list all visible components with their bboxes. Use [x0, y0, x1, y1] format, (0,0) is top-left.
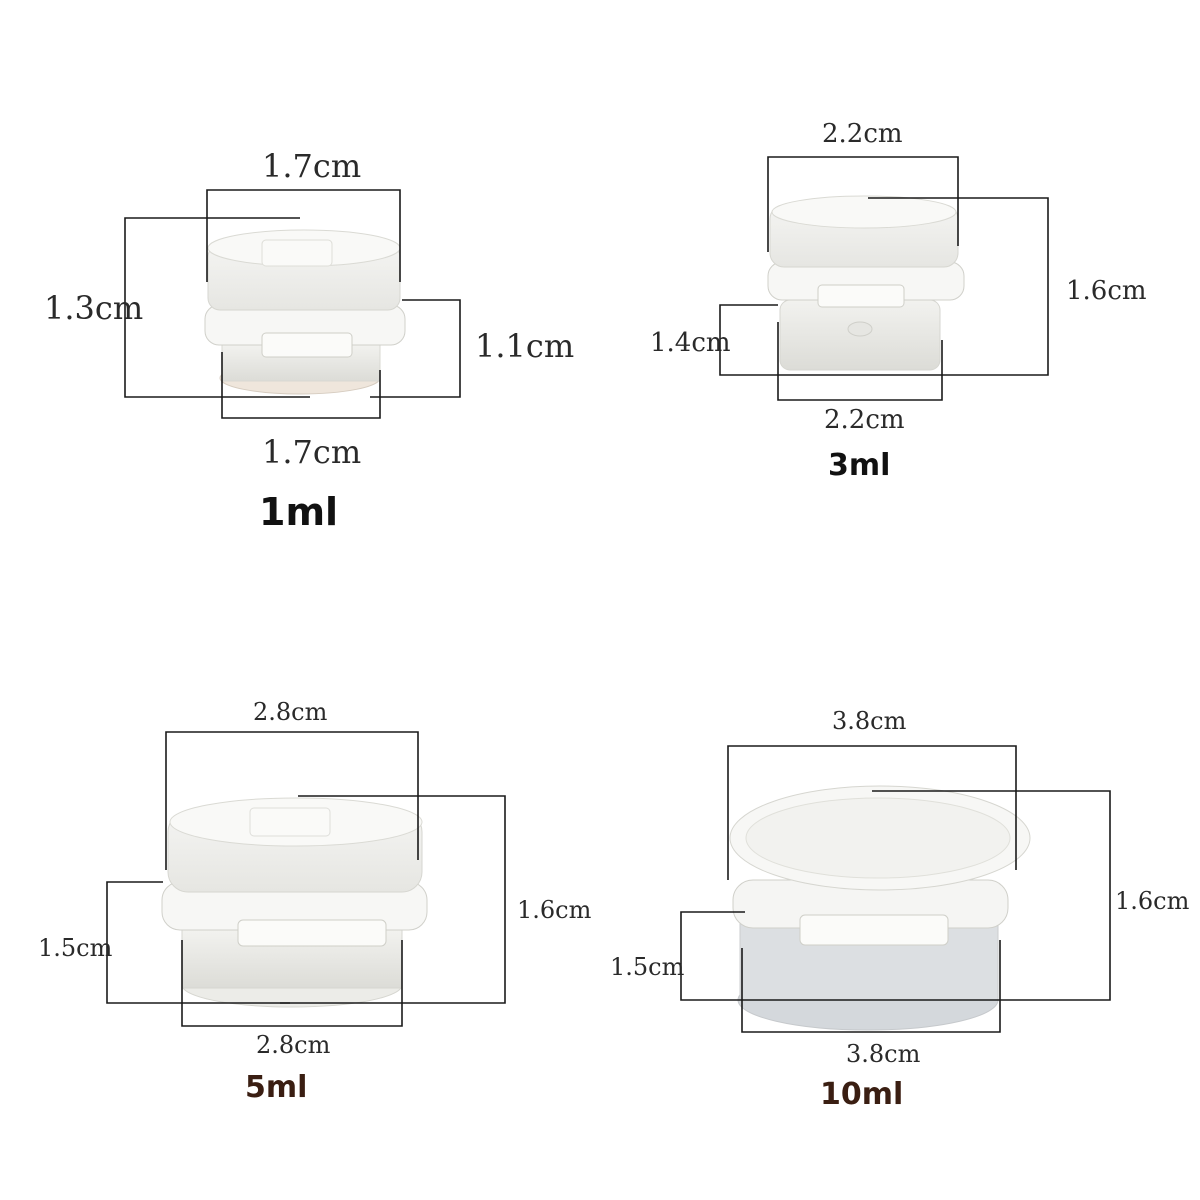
base-diameter-label-1ml: 1.7cm: [262, 433, 362, 471]
body-height-label-3ml: 1.4cm: [650, 328, 731, 358]
base-diameter-label-3ml: 2.2cm: [824, 405, 905, 435]
capacity-label-3ml: 3ml: [828, 448, 891, 483]
dimension-lines-1ml: [124, 189, 461, 419]
total-height-label-10ml: 1.6cm: [1115, 887, 1190, 915]
dimension-lines-3ml: [719, 156, 1049, 401]
capacity-label-1ml: 1ml: [259, 490, 339, 534]
capacity-label-10ml: 10ml: [820, 1077, 904, 1112]
jar-5ml: [161, 797, 428, 1008]
body-height-label-5ml: 1.5cm: [38, 934, 113, 962]
body-height-label-10ml: 1.5cm: [610, 953, 685, 981]
dimension-lines-5ml: [106, 731, 506, 1027]
capacity-label-5ml: 5ml: [245, 1070, 308, 1105]
dimension-lines-10ml: [680, 745, 1111, 1033]
body-height-label-1ml: 1.1cm: [475, 327, 575, 365]
lid-diameter-label-5ml: 2.8cm: [253, 698, 328, 726]
jar-10ml: [729, 785, 1031, 1031]
base-diameter-label-10ml: 3.8cm: [846, 1040, 921, 1068]
lid-diameter-label-3ml: 2.2cm: [822, 119, 903, 149]
jar-1ml: [204, 229, 406, 395]
jar-3ml: [767, 195, 965, 371]
total-height-label-5ml: 1.6cm: [517, 896, 592, 924]
total-height-label-3ml: 1.6cm: [1066, 276, 1147, 306]
lid-diameter-label-1ml: 1.7cm: [262, 147, 362, 185]
base-diameter-label-5ml: 2.8cm: [256, 1031, 331, 1059]
total-height-label-1ml: 1.3cm: [44, 289, 144, 327]
lid-diameter-label-10ml: 3.8cm: [832, 707, 907, 735]
